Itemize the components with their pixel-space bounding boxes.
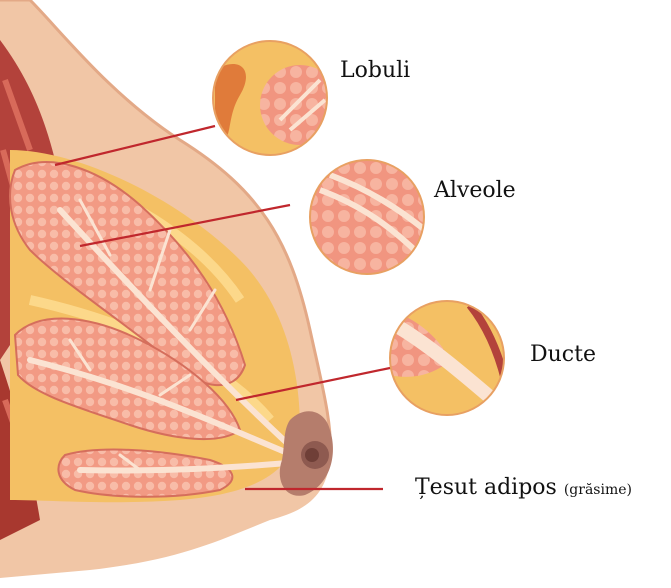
label-adipose: Țesut adipos (grăsime) [415,477,632,499]
label-lobules-text: Lobuli [340,58,410,83]
lobule-zoom-icon [210,40,340,160]
alveoli-zoom-icon [305,155,430,280]
label-alveoli: Alveole [434,180,516,202]
label-adipose-main: Țesut adipos [415,475,557,500]
label-lobules: Lobuli [340,60,410,82]
label-adipose-note: (grăsime) [564,482,632,498]
label-ducts: Ducte [530,344,596,366]
label-alveoli-text: Alveole [434,178,516,203]
label-ducts-text: Ducte [530,342,596,367]
duct-zoom-icon [385,295,510,420]
